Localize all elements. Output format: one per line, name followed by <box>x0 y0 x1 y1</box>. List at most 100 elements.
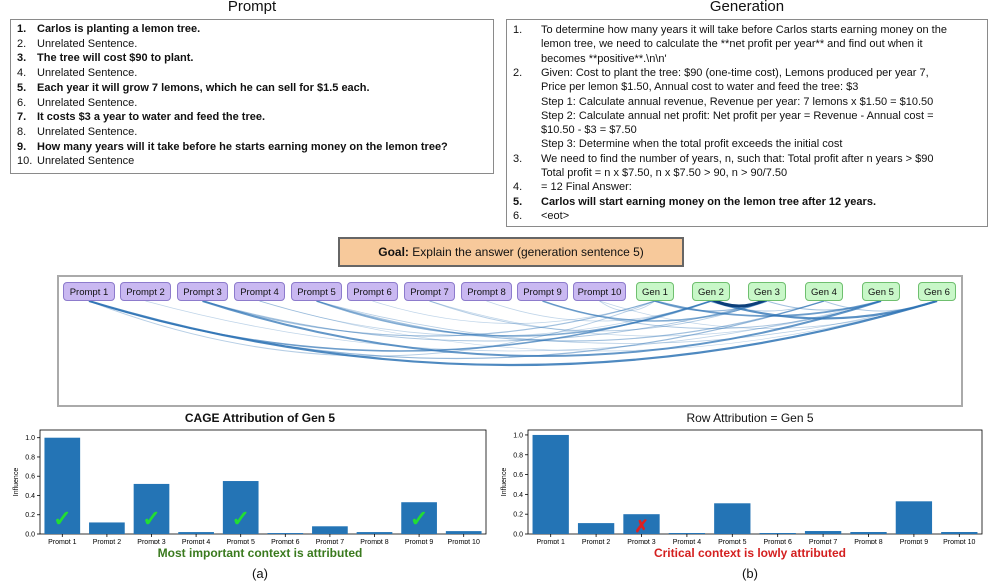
graph-node-gen: Gen 2 <box>692 282 730 301</box>
prompt-line-number: 8. <box>17 125 27 138</box>
generation-line-text: $10.50 - $3 = $7.50 <box>541 124 637 137</box>
generation-line-text: Carlos will start earning money on the l… <box>541 195 877 208</box>
y-axis-label: Influence <box>13 468 20 497</box>
generation-line-number: 6. <box>513 209 523 222</box>
check-mark: ✓ <box>231 506 249 531</box>
generation-line-text: To determine how many years it will take… <box>541 24 947 36</box>
generation-line-number: 1. <box>513 24 523 36</box>
graph-edge-strong <box>710 297 768 308</box>
prompt-line-text: Carlos is planting a lemon tree. <box>37 23 201 35</box>
prompt-heading: Prompt <box>227 0 277 15</box>
check-mark: ✓ <box>410 506 428 531</box>
graph-edge <box>542 300 882 329</box>
x-tick-label: Prompt 5 <box>718 539 747 544</box>
prompt-line-number: 7. <box>17 111 27 124</box>
prompt-line-number: 5. <box>17 81 27 94</box>
chart-a-sublabel: (a) <box>252 566 268 581</box>
graph-node-gen: Gen 4 <box>805 282 843 301</box>
x-tick-label: Prompt 9 <box>405 539 434 544</box>
prompt-line-text: How many years will it take before he st… <box>37 140 448 153</box>
prompt-line-number: 10. <box>17 155 33 168</box>
y-tick-label: 0.8 <box>513 452 523 459</box>
x-tick-label: Prompt 3 <box>137 539 166 544</box>
prompt-line-number: 9. <box>17 140 27 153</box>
bar <box>178 532 214 534</box>
y-tick-label: 0.6 <box>25 474 35 481</box>
y-tick-label: 0.4 <box>513 492 523 499</box>
bar <box>759 533 796 534</box>
chart-b-caption: Critical context is lowly attributed <box>653 546 847 560</box>
prompt-line-text: Each year it will grow 7 lemons, which h… <box>37 81 370 94</box>
bar <box>267 533 304 534</box>
graph-node-prompt: Prompt 5 <box>291 282 342 301</box>
generation-line-number: 3. <box>513 152 523 165</box>
x-tick-label: Prompt 2 <box>93 539 122 544</box>
y-tick-label: 0.2 <box>513 512 523 519</box>
graph-edge <box>823 300 938 312</box>
chart-frame <box>527 429 983 535</box>
graph-node-prompt: Prompt 10 <box>573 282 626 301</box>
prompt-line-number: 1. <box>17 23 27 35</box>
cross-mark: ✗ <box>634 517 648 536</box>
graph-node-gen: Gen 5 <box>862 282 900 301</box>
graph-node-prompt: Prompt 4 <box>234 282 285 301</box>
graph-edge <box>145 300 882 352</box>
generation-line-text: Given: Cost to plant the tree: $90 (one-… <box>541 66 929 79</box>
bar <box>133 483 170 534</box>
bar <box>577 523 615 534</box>
prompt-line-text: It costs $3 a year to water and feed the… <box>37 111 266 124</box>
graph-edge <box>202 300 656 337</box>
graph-node-gen: Gen 6 <box>918 282 956 301</box>
prompt-line-number: 2. <box>17 37 27 50</box>
x-tick-label: Prompt 7 <box>316 539 345 544</box>
graph-edge <box>88 300 825 360</box>
prompt-box: 1. Carlos is planting a lemon tree. 2. Unre… <box>10 19 494 174</box>
graph-edge <box>202 300 768 342</box>
bar <box>850 532 887 534</box>
bar <box>44 437 81 534</box>
prompt-line-number: 3. <box>17 52 27 65</box>
graph-edge <box>654 300 882 317</box>
graph-node-prompt: Prompt 1 <box>63 282 115 301</box>
generation-line-text: Total profit = n x $7.50, n x $7.50 > 90… <box>541 167 788 179</box>
x-tick-label: Prompt 10 <box>448 539 480 544</box>
chart-a-title: CAGE Attribution of Gen 5 <box>184 411 336 425</box>
chart-b-sublabel: (b) <box>742 566 758 581</box>
graph-node-prompt: Prompt 6 <box>347 282 398 301</box>
prompt-line-text: Unrelated Sentence. <box>37 96 138 109</box>
y-tick-label: 0.8 <box>25 454 35 461</box>
attribution-graph <box>57 275 963 407</box>
bar <box>401 502 437 534</box>
graph-edge <box>429 300 768 332</box>
graph-edge <box>599 300 938 329</box>
graph-node-prompt: Prompt 9 <box>517 282 568 301</box>
x-tick-label: Prompt 1 <box>48 539 77 544</box>
graph-node-prompt: Prompt 3 <box>177 282 228 301</box>
graph-edge <box>599 300 656 312</box>
graph-edge <box>766 300 882 311</box>
graph-edge <box>259 300 712 337</box>
graph-edge <box>316 300 712 337</box>
generation-line-number: 4. <box>513 181 523 194</box>
generation-line-text: Price per lemon $1.50, Annual cost to wa… <box>541 81 859 94</box>
x-tick-label: Prompt 4 <box>673 539 702 544</box>
graph-edge <box>542 300 768 322</box>
check-mark: ✓ <box>142 506 160 531</box>
y-tick-label: 0.0 <box>513 532 523 539</box>
x-tick-label: Prompt 1 <box>536 539 565 544</box>
bar <box>532 434 569 534</box>
bar <box>895 501 933 534</box>
chart-a-caption: Most important context is attributed <box>157 546 363 560</box>
x-tick-label: Prompt 6 <box>271 539 300 544</box>
bar <box>714 503 751 534</box>
bar <box>941 532 978 534</box>
generation-line-number: 2. <box>513 66 523 79</box>
generation-line-text: Step 1: Calculate annual revenue, Revenu… <box>541 95 934 108</box>
graph-edge <box>486 300 712 322</box>
bar <box>356 532 393 534</box>
prompt-line-text: The tree will cost $90 to plant. <box>37 52 194 65</box>
y-tick-label: 1.0 <box>25 435 35 442</box>
x-tick-label: Prompt 5 <box>226 539 255 544</box>
y-tick-label: 1.0 <box>513 432 523 439</box>
graph-node-gen: Gen 3 <box>748 282 786 301</box>
